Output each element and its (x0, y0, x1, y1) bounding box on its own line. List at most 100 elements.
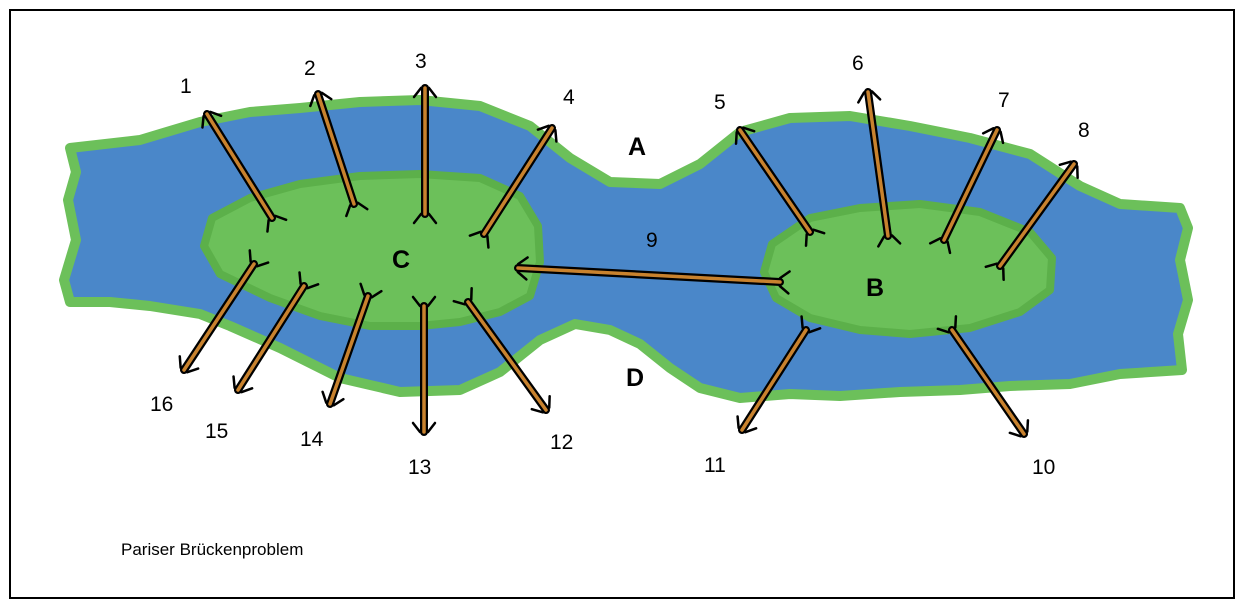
bridge-3-end-flare (427, 212, 438, 225)
bridge-12 (452, 287, 551, 414)
bridge-9-deck (516, 266, 782, 284)
bridge-2 (309, 90, 369, 218)
bridge-8-deck (998, 162, 1076, 268)
bridge-10-end-flare (1008, 431, 1022, 438)
bridge-14-deck (328, 294, 370, 406)
bridge-5-deck (738, 128, 812, 234)
bridge-4-deck (482, 126, 554, 236)
bridge-14-end-flare (359, 282, 366, 296)
region-label-b: B (866, 274, 884, 302)
bridge-13-end-flare (426, 295, 437, 308)
bridge-label-6: 6 (852, 52, 864, 75)
bridge-2-end-flare (345, 203, 352, 218)
bridge-12-deck (466, 300, 548, 412)
bridge-label-12: 12 (550, 431, 573, 454)
bridge-5-end-flare (804, 233, 808, 247)
region-label-a: A (628, 133, 646, 161)
bridge-label-2: 2 (304, 57, 316, 80)
bridge-16-end-flare (256, 261, 270, 268)
bridge-8-end-flare (984, 262, 999, 269)
bridges (178, 84, 1079, 438)
bridge-1-deck (205, 112, 274, 220)
bridge-14-end-flare (332, 397, 345, 407)
bridge-11-end-flare (808, 327, 822, 334)
bridge-6-end-flare (857, 91, 866, 104)
bridge-14-end-flare (370, 289, 383, 299)
bridge-label-7: 7 (998, 89, 1010, 112)
bridge-6-end-flare (870, 90, 882, 101)
bridge-4 (468, 124, 558, 249)
bridge-10-end-flare (1026, 419, 1030, 433)
bridge-12-end-flare (452, 299, 467, 306)
bridge-1-end-flare (201, 114, 205, 129)
bridge-11-deck (740, 328, 808, 432)
bridge-1 (201, 110, 288, 233)
bridge-label-3: 3 (415, 50, 427, 73)
bridge-15-end-flare (298, 271, 302, 286)
bridge-14-end-flare (321, 390, 328, 404)
bridge-10 (936, 315, 1030, 438)
bridge-4-end-flare (486, 234, 490, 249)
bridge-5-end-flare (742, 126, 756, 133)
bridge-3-end-flare (412, 212, 423, 225)
bridge-11-end-flare (800, 315, 804, 330)
island-c (200, 170, 544, 330)
bridge-7-end-flare (928, 237, 942, 245)
bridge-7-end-flare (946, 240, 952, 255)
bridge-9-end-flare (778, 284, 790, 295)
bridge-12-end-flare (530, 407, 545, 414)
bridge-10-deck (950, 328, 1026, 436)
bridge-13-end-flare (426, 421, 437, 434)
bridge-6-end-flare (877, 235, 886, 248)
bridge-8 (984, 160, 1079, 281)
bridge-13-end-flare (411, 295, 422, 308)
bridge-1-end-flare (266, 218, 270, 233)
bridge-label-10: 10 (1032, 456, 1055, 479)
bridge-16-end-flare (186, 367, 200, 374)
bridge-11-end-flare (736, 415, 740, 430)
bridge-label-4: 4 (563, 86, 575, 109)
bridge-label-9: 9 (646, 229, 658, 252)
bridge-2-deck (316, 92, 356, 206)
bridge-7-deck (942, 128, 999, 242)
bridge-14 (321, 282, 383, 408)
bridge-6-deck (866, 90, 890, 238)
bridge-label-14: 14 (300, 428, 324, 451)
bridge-1-end-flare (274, 214, 288, 222)
bridge-9-end-flare (516, 270, 528, 281)
bridge-5-end-flare (734, 131, 738, 145)
bridge-2-end-flare (320, 91, 333, 101)
bridge-label-5: 5 (714, 91, 726, 114)
island-b (760, 200, 1056, 338)
bridge-7 (928, 126, 1005, 255)
bridge-9-end-flare (778, 270, 791, 280)
bridge-16-end-flare (178, 355, 182, 370)
bridge-3-end-flare (412, 86, 423, 99)
bridge-16-end-flare (248, 249, 252, 264)
bridge-2-end-flare (309, 93, 316, 108)
bridge-4-end-flare (554, 128, 558, 143)
bridge-11 (736, 315, 822, 434)
bridge-9 (514, 256, 791, 295)
bridge-label-8: 8 (1078, 119, 1090, 142)
bridge-3-end-flare (427, 86, 438, 99)
bridge-15-end-flare (232, 375, 236, 390)
bridge-label-15: 15 (205, 420, 228, 443)
bridge-5 (734, 126, 826, 247)
bridge-1-end-flare (209, 110, 223, 118)
bridge-9-end-flare (516, 256, 529, 266)
region-label-c: C (392, 246, 410, 274)
bridge-16 (178, 249, 270, 374)
bridge-11-end-flare (744, 427, 758, 434)
figure-caption: Pariser Brückenproblem (121, 540, 304, 559)
bridge-8-end-flare (1058, 160, 1073, 167)
bridge-4-end-flare (468, 230, 482, 237)
bridge-label-13: 13 (408, 456, 431, 479)
bridge-15-end-flare (240, 387, 254, 394)
bridge-15-deck (236, 284, 306, 392)
bridge-5-end-flare (812, 228, 826, 235)
bridge-10-end-flare (936, 327, 950, 334)
bridge-13 (411, 295, 437, 436)
